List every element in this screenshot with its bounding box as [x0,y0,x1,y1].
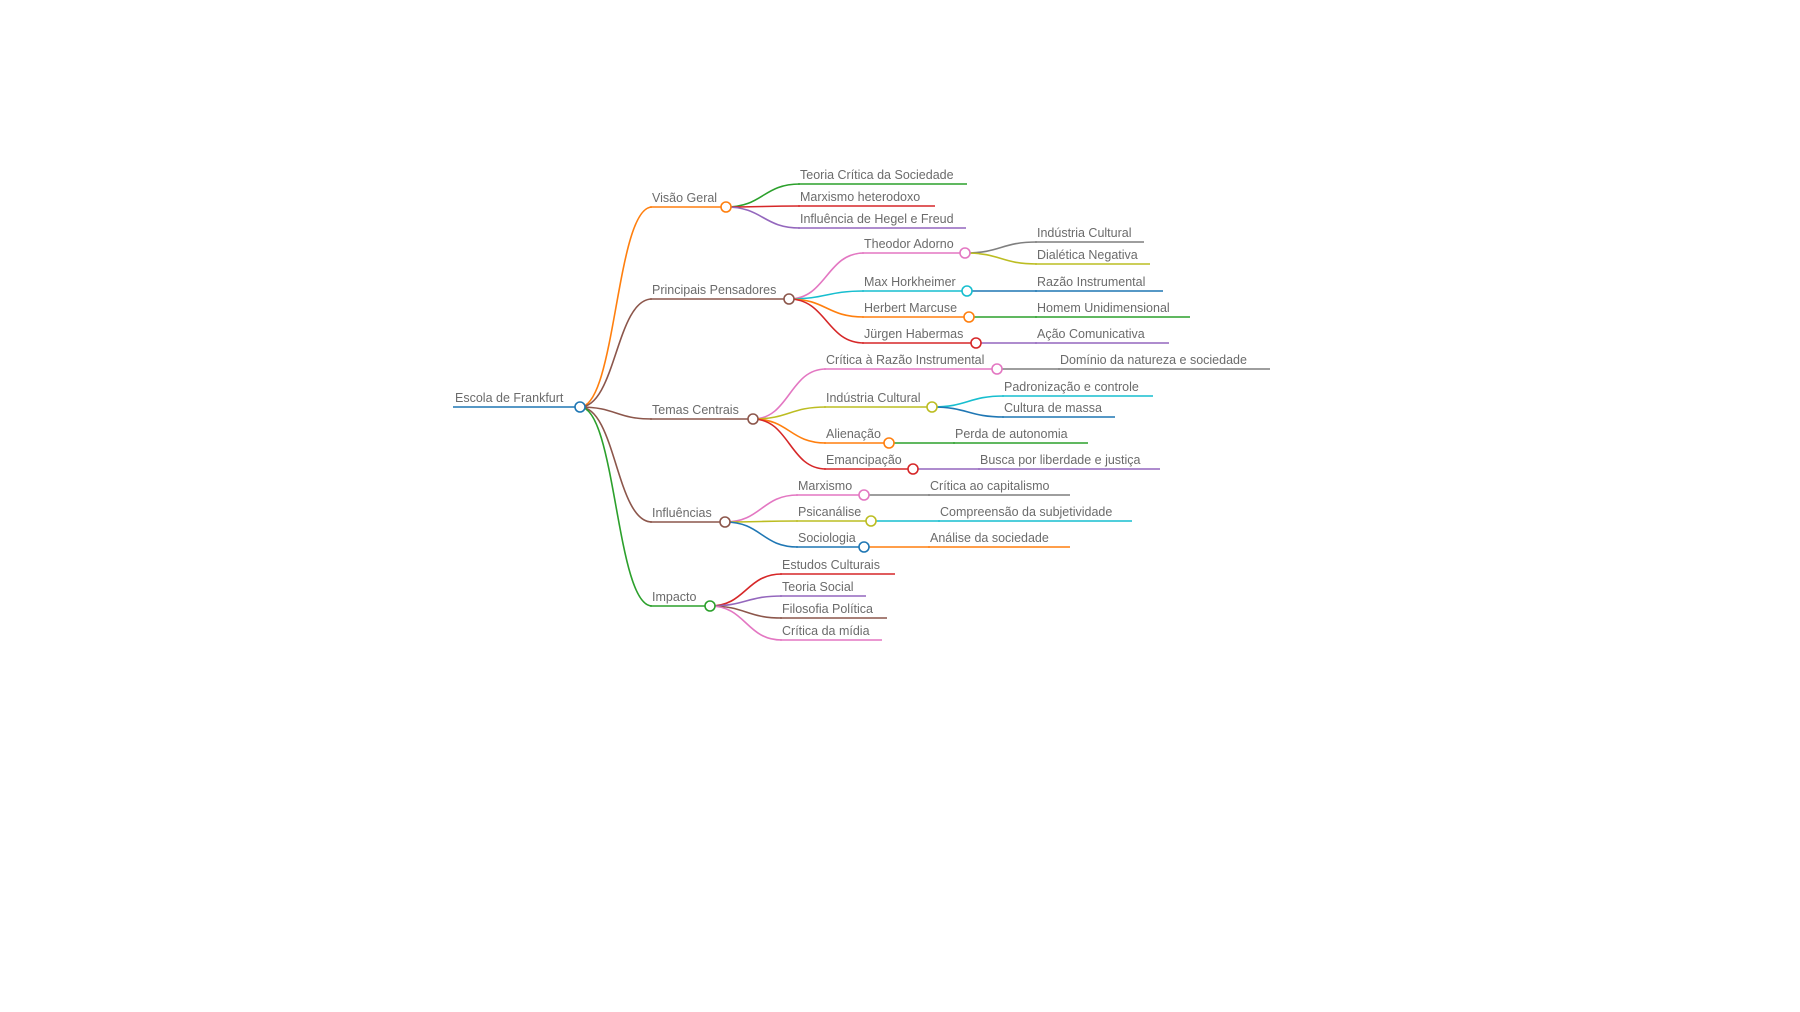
connector-influencia-de-hegel-e-freud [725,206,801,229]
connector-industria-cultural [752,406,827,420]
node-label-estudos-culturais: Estudos Culturais [782,558,880,572]
node-dot-psicanalise [865,515,877,527]
connector-theodor-adorno [788,252,865,300]
node-label-influencia-de-hegel-e-freud: Influência de Hegel e Freud [800,212,954,226]
connector-dialetica-negativa [964,252,1038,265]
connector-teoria-critica-da-sociedade [725,183,801,208]
node-label-marxismo: Marxismo [798,479,852,493]
node-label-critica-a-razao-instrumental: Crítica à Razão Instrumental [826,353,984,367]
node-dot-sociologia [858,541,870,553]
branch-dot-principais-pensadores [783,293,795,305]
branch-dot-impacto [704,600,716,612]
node-dot-marxismo [858,489,870,501]
branch-connector-influencias [579,406,653,523]
connector-sociologia [724,521,799,548]
node-label-critica-da-midia: Crítica da mídia [782,624,870,638]
node-dot-theodor-adorno [959,247,971,259]
node-dot-industria-cultural [926,401,938,413]
node-label-homem-unidimensional: Homem Unidimensional [1037,301,1170,315]
node-label-psicanalise: Psicanálise [798,505,861,519]
connector-cultura-de-massa [931,406,1005,418]
node-label-teoria-social: Teoria Social [782,580,854,594]
branch-connector-visao-geral [579,206,653,408]
node-label-max-horkheimer: Max Horkheimer [864,275,956,289]
node-label-acao-comunicativa: Ação Comunicativa [1037,327,1145,341]
node-label-impacto: Impacto [652,590,697,604]
node-label-busca-por-liberdade-e-justica: Busca por liberdade e justiça [980,453,1141,467]
nodes [574,201,1003,612]
branch-dot-temas-centrais [747,413,759,425]
node-label-principais-pensadores: Principais Pensadores [652,283,776,297]
node-label-temas-centrais: Temas Centrais [652,403,739,417]
connector-alienacao [752,418,827,444]
connector-herbert-marcuse [788,298,865,318]
branch-connector-impacto [579,406,653,607]
node-label-cultura-de-massa: Cultura de massa [1004,401,1102,415]
node-label-theodor-adorno: Theodor Adorno [864,237,954,251]
connector-jurgen-habermas [788,298,865,344]
node-label-marxismo-heterodoxo: Marxismo heterodoxo [800,190,920,204]
node-label-dialetica-negativa: Dialética Negativa [1037,248,1138,262]
node-label-sociologia: Sociologia [798,531,856,545]
node-label-perda-de-autonomia: Perda de autonomia [955,427,1068,441]
node-label-teoria-critica-da-sociedade: Teoria Crítica da Sociedade [800,168,954,182]
node-label-alienacao: Alienação [826,427,881,441]
node-dot-jurgen-habermas [970,337,982,349]
node-label-visao-geral: Visão Geral [652,191,717,205]
connector-emancipacao [752,418,827,470]
branch-connector-principais-pensadores [579,298,653,408]
branch-dot-influencias [719,516,731,528]
node-label-industria-cultural: Indústria Cultural [1037,226,1132,240]
node-label-compreensao-da-subjetividade: Compreensão da subjetividade [940,505,1112,519]
node-label-influencias: Influências [652,506,712,520]
node-label-analise-da-sociedade: Análise da sociedade [930,531,1049,545]
node-label-jurgen-habermas: Jürgen Habermas [864,327,963,341]
node-label-filosofia-politica: Filosofia Política [782,602,873,616]
connector-critica-da-midia [709,605,783,641]
node-dot-critica-a-razao-instrumental [991,363,1003,375]
node-label-razao-instrumental: Razão Instrumental [1037,275,1145,289]
node-label-dominio-da-natureza-e-sociedade: Domínio da natureza e sociedade [1060,353,1247,367]
connector-critica-a-razao-instrumental [752,368,827,420]
node-dot-max-horkheimer [961,285,973,297]
root-node-dot [574,401,586,413]
connector-industria-cultural [964,241,1038,254]
branch-connector-temas-centrais [579,406,653,420]
node-label-critica-ao-capitalismo: Crítica ao capitalismo [930,479,1050,493]
connector-padronizacao-e-controle [931,395,1005,408]
node-label-padronizacao-e-controle: Padronização e controle [1004,380,1139,394]
node-dot-herbert-marcuse [963,311,975,323]
node-label-herbert-marcuse: Herbert Marcuse [864,301,957,315]
node-label-escola-de-frankfurt: Escola de Frankfurt [455,391,564,405]
connectors [453,183,1270,641]
node-label-industria-cultural: Indústria Cultural [826,391,921,405]
connector-marxismo [724,494,799,523]
node-dot-emancipacao [907,463,919,475]
node-dot-alienacao [883,437,895,449]
labels: Escola de Frankfurt Visão Geral Teoria Crí… [455,168,1247,638]
branch-dot-visao-geral [720,201,732,213]
node-label-emancipacao: Emancipação [826,453,902,467]
